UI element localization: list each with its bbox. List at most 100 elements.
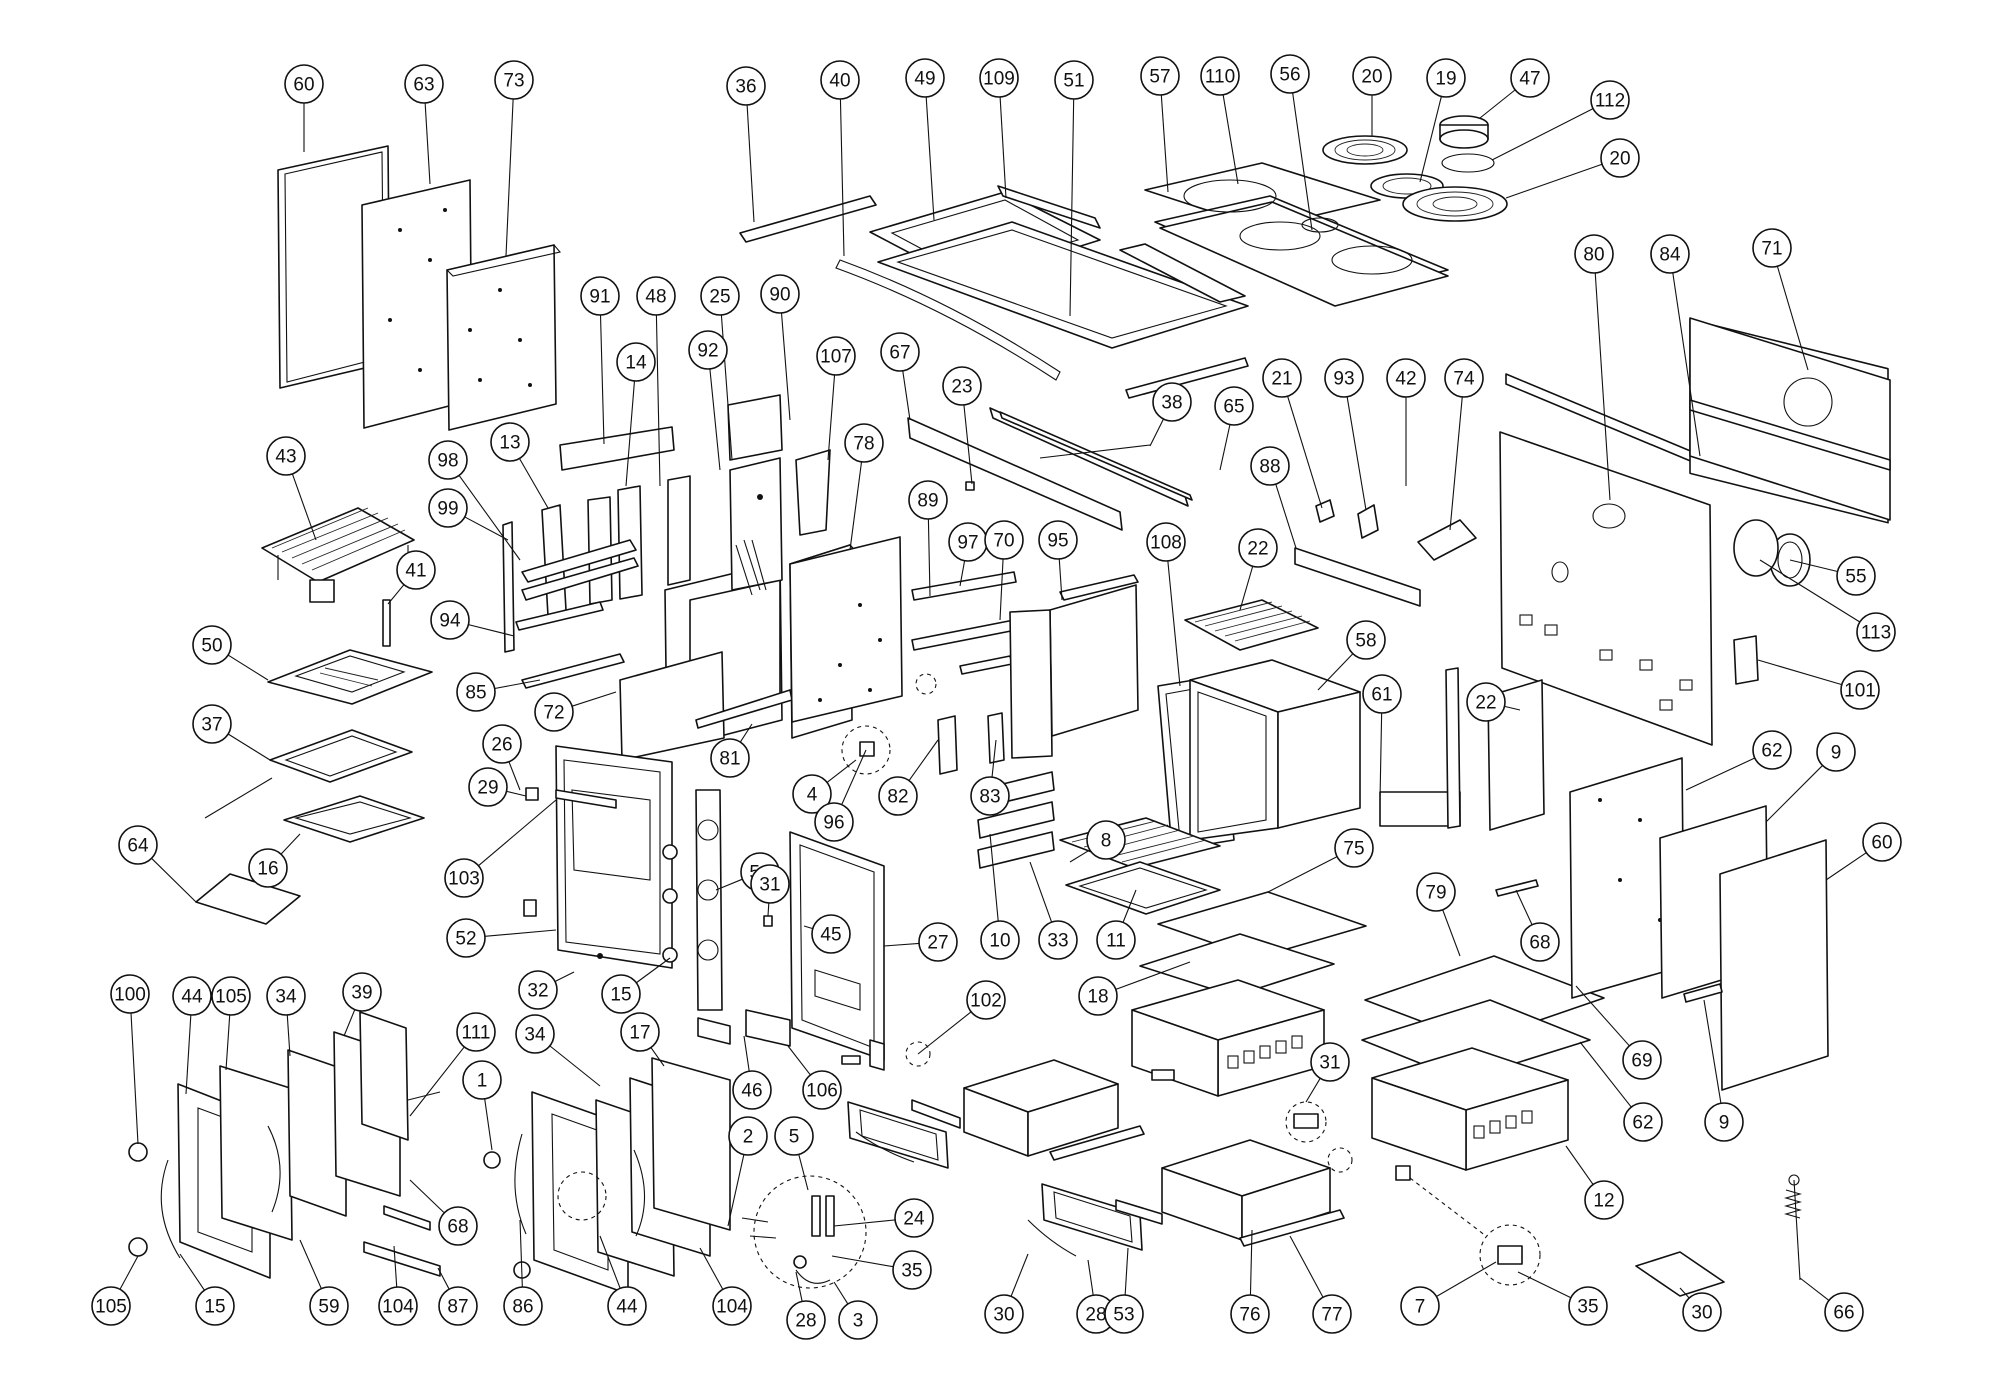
part-callout: 112 [1590,80,1630,120]
callout-number: 15 [610,985,631,1006]
leader-line [1703,999,1722,1104]
callout-circle [786,1300,826,1340]
small-plate-part [1733,635,1759,685]
callout-circle [1836,556,1876,596]
part-callout: 83 [970,776,1010,816]
callout-number: 100 [114,985,146,1006]
callout-circle [820,60,860,100]
leader-line [1575,985,1630,1047]
part-callout: 28 [1076,1294,1116,1334]
leader-line [1317,653,1354,691]
callout-circle [1623,1102,1663,1142]
part-callout: 31 [1310,1042,1350,1082]
callout-number: 28 [1085,1305,1106,1326]
callout-number: 34 [524,1025,546,1046]
callout-number: 63 [413,75,434,96]
callout-number: 15 [204,1297,225,1318]
part-callout: 84 [1650,234,1690,274]
callout-circle [712,1286,752,1326]
callout-circle [966,980,1006,1020]
leader-line [655,314,661,487]
leader-line [1029,861,1053,923]
part-callout: 33 [1038,920,1078,960]
callout-circle [462,1060,502,1100]
leader-line [130,1012,139,1145]
leader-line [519,1219,523,1288]
callout-circle [636,276,676,316]
part-callout: 31 [750,864,790,904]
part-callout: 82 [878,776,918,816]
part-callout: 10 [980,920,1020,960]
callout-circle [1426,58,1466,98]
leader-line [409,1046,465,1117]
part-callout: 17 [620,1012,660,1052]
callout-circle [688,330,728,370]
leader-line [963,404,973,485]
part-callout: 41 [396,550,436,590]
callout-number: 43 [275,447,296,468]
callout-circle [1650,234,1690,274]
ash-pan-part [195,649,433,925]
part-callout: 35 [892,1250,932,1290]
part-callout: 50 [192,625,232,665]
part-callout: 65 [1214,386,1254,426]
part-callout: 32 [518,970,558,1010]
leader-line [599,314,605,445]
part-callout: 59 [309,1286,349,1326]
callout-number: 68 [447,1217,468,1238]
leader-line [424,102,431,185]
leader-line [715,878,743,891]
part-callout: 57 [1140,56,1180,96]
callout-number: 75 [1343,839,1364,860]
leader-line [549,1045,601,1087]
callout-number: 65 [1223,397,1244,418]
callout-circle [534,692,574,732]
leader-line [1010,1253,1029,1297]
callout-number: 92 [697,341,718,362]
leader-line [1776,266,1809,371]
leader-line [849,461,863,551]
callout-number: 38 [1161,393,1182,414]
callout-circle [1146,522,1186,562]
part-callout: 4 [792,774,832,814]
leader-line [393,1245,398,1288]
side-panel-part [789,536,903,723]
part-callout: 43 [266,436,306,476]
callout-circle [1682,1292,1722,1332]
oven-box-part [1157,659,1361,851]
leader-line [831,1255,894,1268]
leader-line [1167,560,1181,687]
callout-circle [979,58,1019,98]
callout-number: 23 [951,377,972,398]
callout-number: 31 [759,875,780,896]
leader-line [464,516,509,541]
callout-circle [494,60,534,100]
callout-number: 52 [455,929,476,950]
callout-circle [811,914,851,954]
shelf-part [911,571,1017,675]
parts-layer [128,115,1891,1297]
part-callout: 113 [1856,612,1896,652]
leader-line [286,1014,291,1057]
callout-number: 36 [735,77,756,98]
leader-line [1239,566,1254,611]
leader-line [720,314,733,461]
leader-line [989,833,999,922]
callout-circle [1386,358,1426,398]
leader-line [1442,909,1461,957]
callout-number: 91 [589,287,610,308]
callout-number: 20 [1361,67,1382,88]
part-callout: 67 [880,332,920,372]
callout-circle [1416,872,1456,912]
part-callout: 15 [195,1286,235,1326]
callout-number: 62 [1632,1113,1653,1134]
leader-line [798,1154,809,1191]
part-callout: 79 [1416,872,1456,912]
leader-line [999,558,1004,621]
part-callout: 5 [774,1116,814,1156]
part-callout: 81 [710,738,750,778]
leader-line [1825,852,1867,881]
leader-line [635,957,671,984]
part-callout: 100 [110,974,150,1014]
callout-circle [970,776,1010,816]
